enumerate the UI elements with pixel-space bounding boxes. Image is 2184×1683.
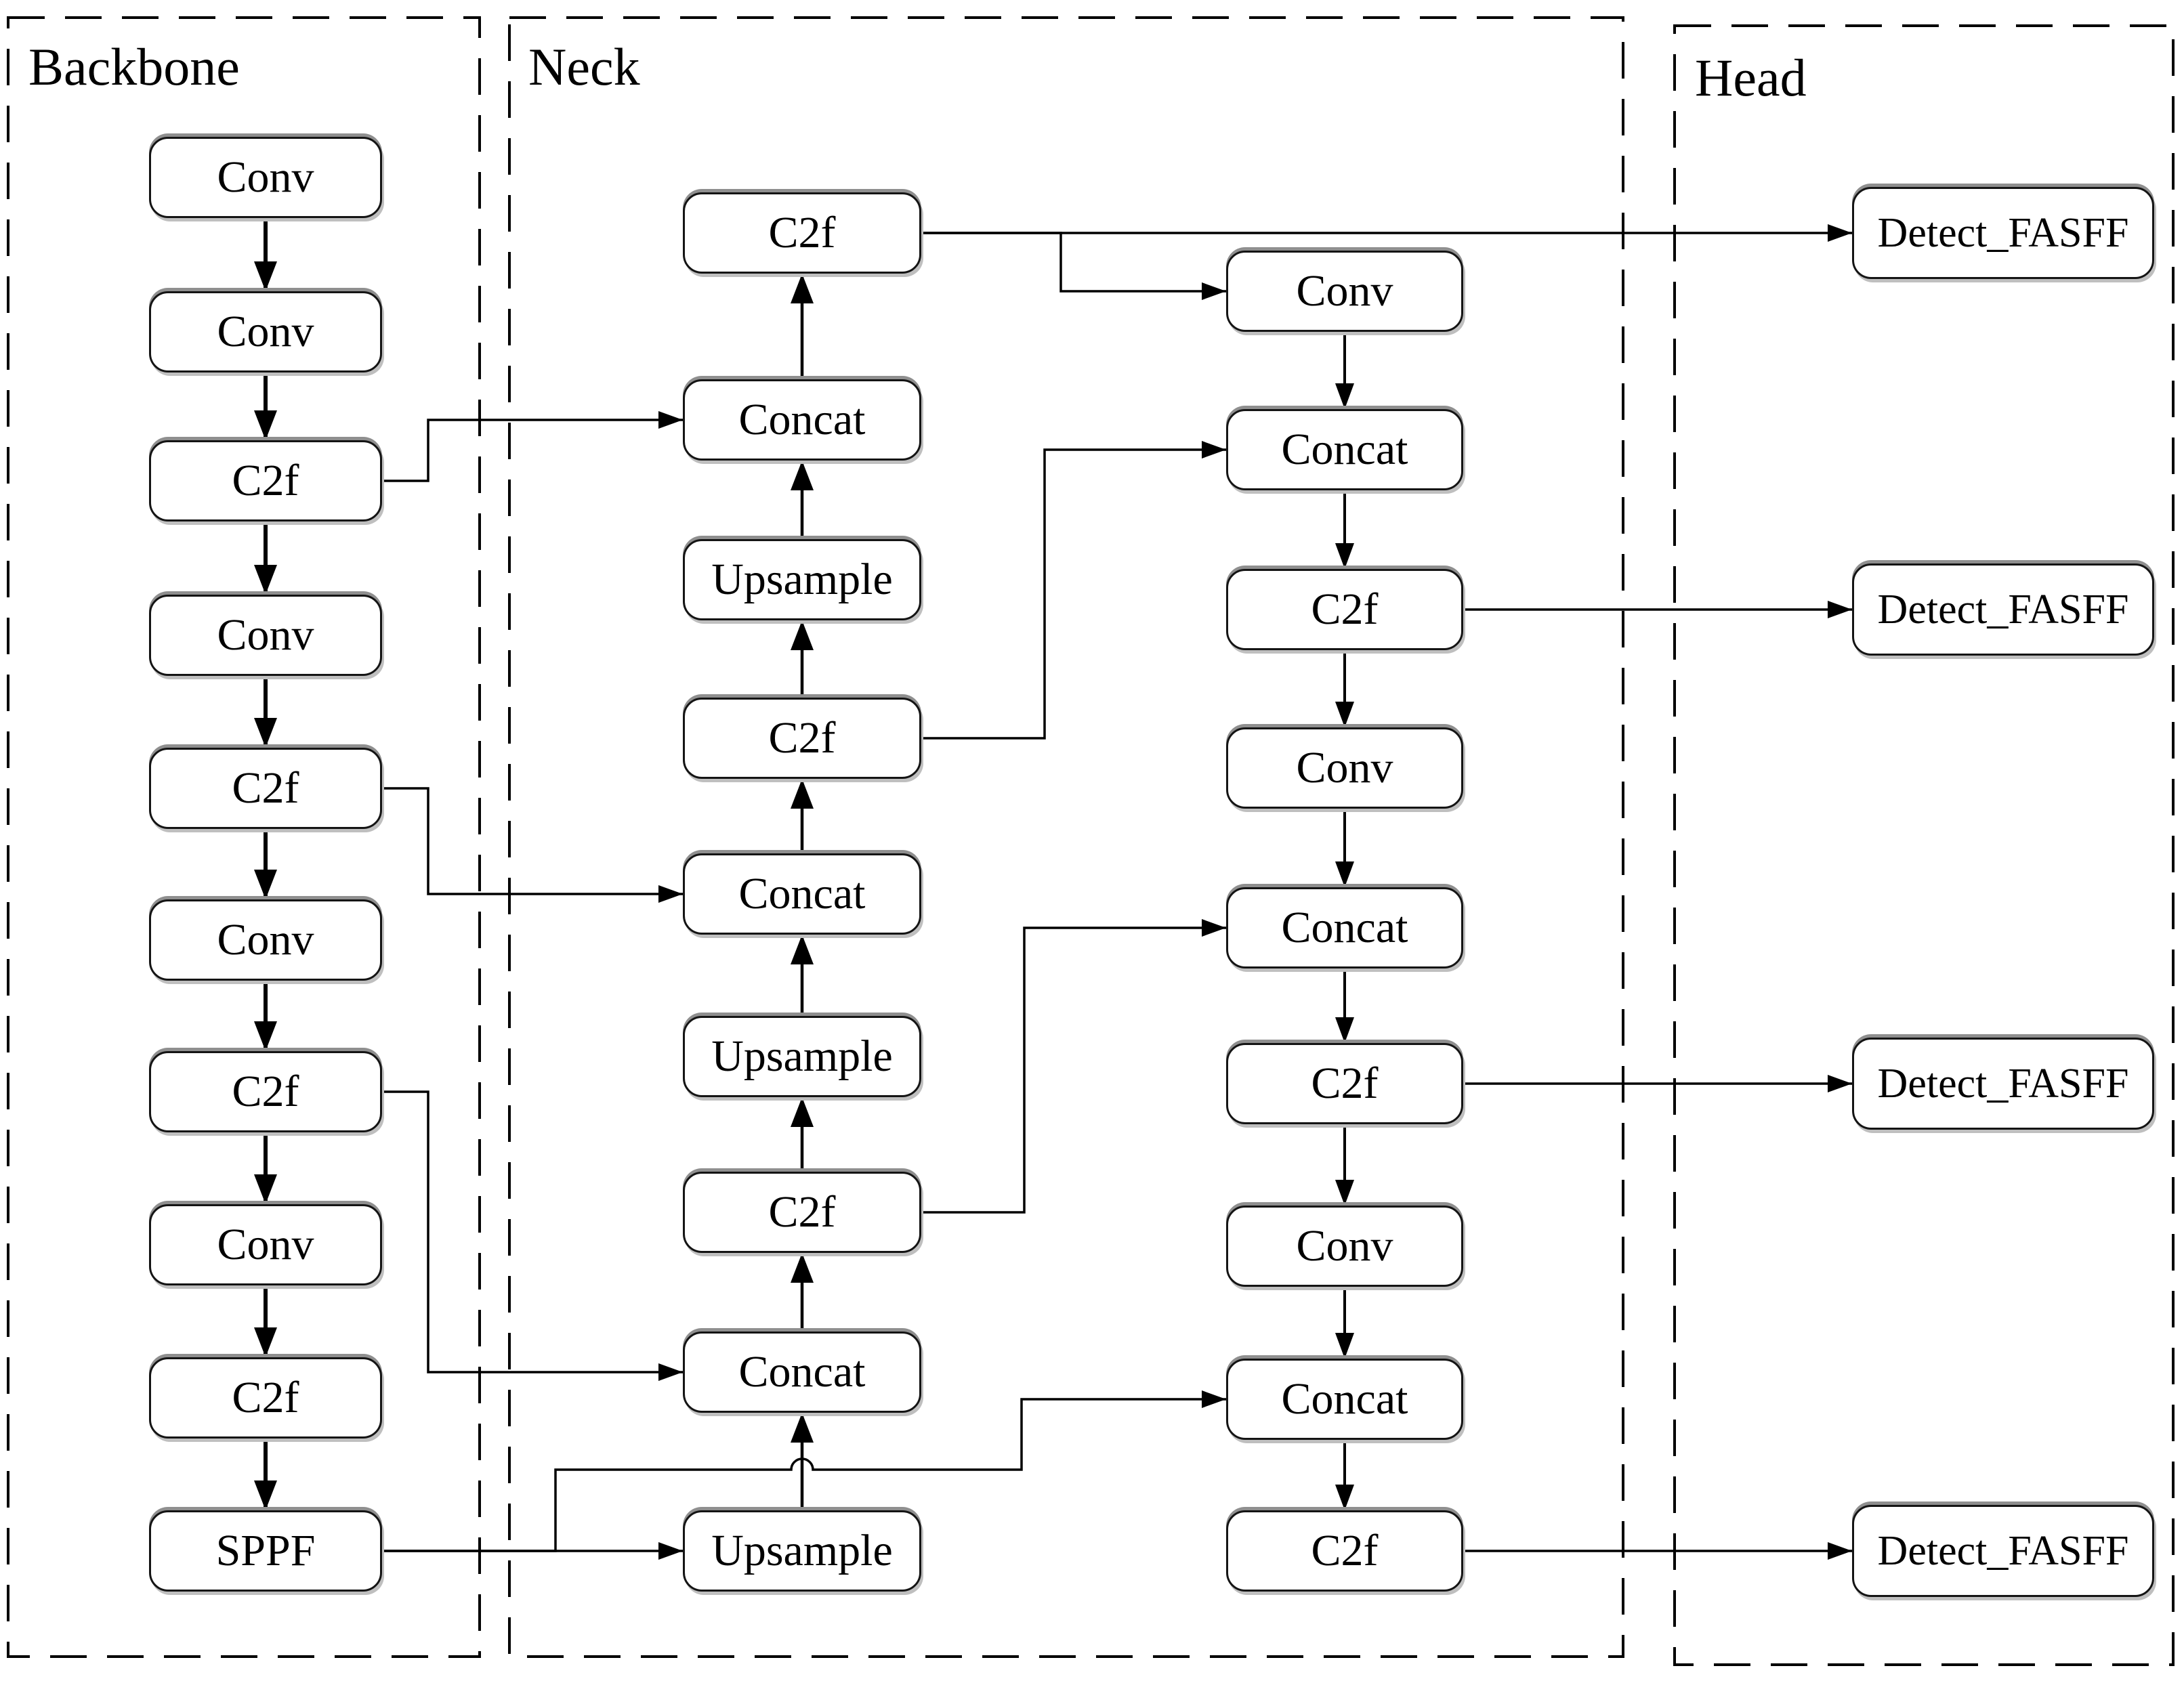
node-b7-conv: Conv bbox=[149, 1204, 382, 1285]
node-m8-upsample: Upsample bbox=[683, 1510, 921, 1592]
arrowhead-m5-m4 bbox=[791, 935, 814, 964]
arrowhead-b1-b2 bbox=[254, 410, 277, 440]
node-h0-detect-fasff: Detect_FASFF bbox=[1852, 187, 2154, 279]
arrowhead-b9-r7 bbox=[1202, 1390, 1226, 1408]
node-r1-concat: Concat bbox=[1226, 409, 1463, 490]
arrowhead-r6-r7 bbox=[1335, 1333, 1354, 1359]
arrowhead-b7-b8 bbox=[254, 1327, 277, 1357]
arrowhead-b8-b9 bbox=[254, 1480, 277, 1510]
arrowhead-m6-m5 bbox=[791, 1097, 814, 1127]
arrowhead-b2-b3 bbox=[254, 565, 277, 595]
edge-b4-m4 bbox=[382, 787, 683, 895]
node-b9-sppf: SPPF bbox=[149, 1510, 382, 1592]
arrowhead-b9-m8 bbox=[658, 1542, 683, 1560]
node-r8-c2f: C2f bbox=[1226, 1510, 1463, 1592]
arrowhead-m7-m6 bbox=[791, 1253, 814, 1283]
node-r4-concat: Concat bbox=[1226, 887, 1463, 968]
node-b5-conv: Conv bbox=[149, 899, 382, 981]
node-b6-c2f: C2f bbox=[149, 1051, 382, 1132]
arrowhead-m0-h0 bbox=[1828, 224, 1852, 242]
node-h1-detect-fasff: Detect_FASFF bbox=[1852, 563, 2154, 656]
node-b3-conv: Conv bbox=[149, 595, 382, 676]
arrowhead-m3-r1 bbox=[1202, 441, 1226, 459]
arrowhead-m2-m1 bbox=[791, 461, 814, 490]
node-b4-c2f: C2f bbox=[149, 748, 382, 829]
arrowhead-r3-r4 bbox=[1335, 861, 1354, 887]
node-m5-upsample: Upsample bbox=[683, 1016, 921, 1097]
section-label-neck: Neck bbox=[528, 37, 640, 96]
node-r7-concat: Concat bbox=[1226, 1359, 1463, 1440]
arrowhead-m6-r4 bbox=[1202, 919, 1226, 937]
arrowhead-b4-b5 bbox=[254, 870, 277, 899]
arrowhead-b3-b4 bbox=[254, 718, 277, 748]
node-m7-concat: Concat bbox=[683, 1332, 921, 1413]
section-frame-neck bbox=[508, 16, 1624, 1658]
edge-m0-r0 bbox=[921, 232, 1226, 293]
arrowhead-r2-h1 bbox=[1828, 601, 1852, 618]
node-r3-conv: Conv bbox=[1226, 727, 1463, 809]
arrowhead-b5-b6 bbox=[254, 1021, 277, 1051]
node-m2-upsample: Upsample bbox=[683, 539, 921, 620]
arrowhead-r1-r2 bbox=[1335, 543, 1354, 569]
node-r5-c2f: C2f bbox=[1226, 1043, 1463, 1124]
arrowhead-b0-b1 bbox=[254, 261, 277, 291]
section-label-head: Head bbox=[1695, 48, 1807, 107]
arrowhead-m4-m3 bbox=[791, 779, 814, 809]
node-r6-conv: Conv bbox=[1226, 1206, 1463, 1287]
arrowhead-r2-r3 bbox=[1335, 702, 1354, 727]
arrowhead-r5-h2 bbox=[1828, 1075, 1852, 1092]
arrowhead-r4-r5 bbox=[1335, 1017, 1354, 1043]
arrowhead-m1-m0 bbox=[791, 274, 814, 303]
arrowhead-b4-m4 bbox=[658, 885, 683, 903]
node-h2-detect-fasff: Detect_FASFF bbox=[1852, 1038, 2154, 1130]
node-b8-c2f: C2f bbox=[149, 1357, 382, 1439]
arrowhead-m3-m2 bbox=[791, 620, 814, 650]
edge-m6-r4 bbox=[921, 926, 1226, 1214]
edge-b9-r7 bbox=[382, 1398, 1226, 1552]
arrowhead-m0-r0 bbox=[1202, 282, 1226, 300]
node-r2-c2f: C2f bbox=[1226, 569, 1463, 650]
edge-b6-m7 bbox=[382, 1090, 683, 1373]
node-m1-concat: Concat bbox=[683, 379, 921, 461]
node-r0-conv: Conv bbox=[1226, 251, 1463, 332]
arrowhead-r8-h3 bbox=[1828, 1542, 1852, 1560]
node-h3-detect-fasff: Detect_FASFF bbox=[1852, 1505, 2154, 1597]
node-m4-concat: Concat bbox=[683, 853, 921, 935]
section-frame-head bbox=[1673, 24, 2175, 1666]
section-label-backbone: Backbone bbox=[28, 37, 240, 96]
edge-m3-r1 bbox=[921, 448, 1226, 740]
node-b2-c2f: C2f bbox=[149, 440, 382, 521]
section-frame-backbone bbox=[7, 16, 481, 1658]
arrowhead-b6-m7 bbox=[658, 1363, 683, 1381]
arrowhead-m8-m7 bbox=[791, 1413, 814, 1443]
arrowhead-r0-r1 bbox=[1335, 383, 1354, 409]
node-b0-conv: Conv bbox=[149, 137, 382, 218]
arrowhead-b6-b7 bbox=[254, 1174, 277, 1204]
arrowhead-r5-r6 bbox=[1335, 1180, 1354, 1206]
arrowhead-r7-r8 bbox=[1335, 1485, 1354, 1510]
edge-b2-m1 bbox=[382, 419, 683, 482]
arrowhead-b2-m1 bbox=[658, 411, 683, 429]
node-m0-c2f: C2f bbox=[683, 192, 921, 274]
node-b1-conv: Conv bbox=[149, 291, 382, 372]
node-m3-c2f: C2f bbox=[683, 698, 921, 779]
node-m6-c2f: C2f bbox=[683, 1172, 921, 1253]
